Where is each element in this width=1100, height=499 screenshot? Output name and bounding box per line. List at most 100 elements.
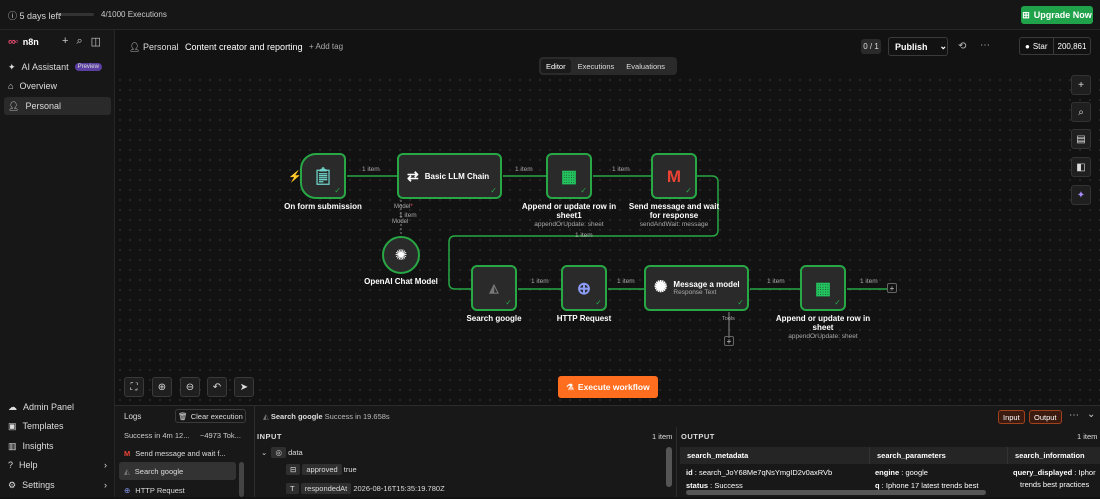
add-node-icon[interactable]: + <box>1071 75 1091 95</box>
upgrade-button[interactable]: ⊞Upgrade Now <box>1021 6 1093 24</box>
home-icon: ⌂ <box>8 81 14 91</box>
plus-icon[interactable]: + <box>62 35 69 47</box>
trial-indicator: ⓘ 5 days left <box>8 11 61 21</box>
node-label: HTTP Request <box>556 314 612 323</box>
openai-icon: ✺ <box>654 279 668 296</box>
output-horizontal-scrollbar[interactable] <box>686 490 986 495</box>
sidebar-item-admin-panel[interactable]: ☁Admin Panel <box>0 398 115 416</box>
column-header: search_metadata <box>680 447 870 464</box>
input-scrollbar[interactable] <box>666 447 672 487</box>
tab-editor[interactable]: Editor <box>541 59 571 73</box>
logs-title: Logs <box>124 412 142 421</box>
workflow-canvas[interactable] <box>115 75 1100 405</box>
search-nodes-icon[interactable]: ⌕ <box>1071 102 1091 122</box>
search-icon[interactable]: ⌕ <box>76 35 83 47</box>
star-label: Star <box>1032 41 1048 51</box>
collapse-sidebar-icon[interactable]: ◫ <box>90 36 102 48</box>
publish-button[interactable]: Publish⌄ <box>888 37 948 56</box>
chevron-right-icon: › <box>104 480 107 490</box>
tree-root-row[interactable]: ⌄ ◎ data <box>261 447 303 458</box>
input-heading: INPUT <box>257 432 282 441</box>
breadcrumb[interactable]: 👤︎ Personal <box>129 42 178 53</box>
sidebar-item-overview[interactable]: ⌂ Overview <box>0 77 115 95</box>
panel-icon[interactable]: ◧ <box>1071 157 1091 177</box>
node-append-sheet1[interactable]: ▦ ✓ <box>546 153 592 199</box>
google-sheets-icon: ▦ <box>560 166 578 186</box>
more-icon[interactable]: ⋯ <box>980 40 990 51</box>
cell-id: id : search_JoY68Me7qNsYmgID2v0axRVb <box>686 468 833 477</box>
cell-q: q : Iphone 17 latest trends best <box>875 481 979 490</box>
chevron-down-icon[interactable]: ⌄ <box>939 41 948 51</box>
sidebar-item-settings[interactable]: ⚙Settings› <box>0 476 115 494</box>
clipboard-icon: 📋︎ <box>312 166 334 186</box>
node-http-request[interactable]: ⊕ ✓ <box>561 265 607 311</box>
pointer-icon[interactable]: ➤ <box>234 377 254 397</box>
chart-icon: ▥ <box>8 440 17 451</box>
sidebar-item-templates[interactable]: ▣Templates <box>0 417 115 435</box>
node-openai-chat-model[interactable]: ✺ <box>382 236 420 274</box>
sidebar-item-label: Overview <box>19 81 57 91</box>
more-icon[interactable]: ⋯ <box>1069 410 1079 421</box>
cell-key: status <box>686 481 709 490</box>
clear-execution-button[interactable]: 🗑︎Clear execution <box>175 409 246 423</box>
sidebar-item-help[interactable]: ?Help› <box>0 456 115 474</box>
sidebar-actions: + ⌕ ◫ <box>62 35 101 48</box>
input-toggle-button[interactable]: Input <box>998 410 1025 424</box>
sidebar-item-personal[interactable]: 👤︎Personal <box>4 97 111 115</box>
panel-divider <box>676 427 677 497</box>
add-tag-link[interactable]: + Add tag <box>309 42 344 51</box>
zoom-in-icon[interactable]: ⊕ <box>152 377 172 397</box>
undo-icon[interactable]: ↶ <box>207 377 227 397</box>
search-google-node-header: ◭ Search google Success in 19.658s <box>263 412 390 421</box>
trash-icon: 🗑︎ <box>178 411 188 421</box>
node-basic-llm-chain[interactable]: ⇄ Basic LLM Chain ✓ <box>397 153 502 199</box>
node-label: On form submission <box>284 202 362 211</box>
logs-scrollbar[interactable] <box>239 462 244 497</box>
trial-label: 5 days left <box>19 11 61 21</box>
success-check-icon: ✓ <box>580 186 587 195</box>
add-node-output-icon[interactable]: + <box>887 283 897 293</box>
chevron-down-icon[interactable]: ⌄ <box>261 448 268 457</box>
add-tool-icon[interactable]: + <box>724 336 734 346</box>
sidebar-item-label: AI Assistant <box>21 62 69 72</box>
output-toggle-button[interactable]: Output <box>1029 410 1062 424</box>
sidebar-item-insights[interactable]: ▥Insights <box>0 437 115 455</box>
sidebar-item-label: Templates <box>22 421 64 431</box>
node-search-google[interactable]: ◭ ✓ <box>471 265 517 311</box>
workflow-title[interactable]: Content creator and reporting <box>185 42 303 52</box>
project-name: Personal <box>142 42 179 52</box>
execute-workflow-button[interactable]: ⚗Execute workflow <box>558 376 658 398</box>
top-bar: ⓘ 5 days left 4/1000 Executions ⊞Upgrade… <box>0 0 1100 30</box>
tab-executions[interactable]: Executions <box>577 61 615 71</box>
history-icon[interactable]: ⟲ <box>958 41 967 52</box>
ai-sparkle-icon[interactable]: ✦ <box>1071 185 1091 205</box>
zoom-out-icon[interactable]: ⊖ <box>180 377 200 397</box>
tab-evaluations[interactable]: Evaluations <box>626 61 666 71</box>
serp-icon: ◭ <box>263 412 271 421</box>
log-row-search-google[interactable]: ◭Search google <box>119 462 236 480</box>
node-text: Message a model Response Text <box>673 280 739 296</box>
cell-key: id <box>686 468 693 477</box>
node-form-submission[interactable]: 📋︎ ✓ <box>300 153 346 199</box>
brand-logo[interactable]: ∞◦n8n <box>8 36 39 48</box>
log-row-http-request[interactable]: ⊕HTTP Request <box>119 481 236 499</box>
node-send-message-gmail[interactable]: M ✓ <box>651 153 697 199</box>
serp-icon: ◭ <box>489 281 499 295</box>
output-heading: OUTPUT <box>681 432 715 441</box>
clear-label: Clear execution <box>190 411 243 421</box>
node-message-model[interactable]: ✺ Message a model Response Text ✓ <box>644 265 749 311</box>
sticky-note-icon[interactable]: ▤ <box>1071 129 1091 149</box>
tree-key: respondedAt <box>300 483 352 494</box>
flask-icon: ⚗ <box>566 381 574 392</box>
edge-label: 1 item <box>515 166 533 173</box>
fit-view-icon[interactable]: ⛶ <box>124 377 144 397</box>
success-check-icon: ✓ <box>834 298 841 307</box>
trigger-bolt-icon: ⚡ <box>288 171 302 183</box>
chevron-down-icon[interactable]: ⌄ <box>1087 409 1096 420</box>
node-label: Append or update row in sheet1 <box>521 202 617 220</box>
node-append-sheet2[interactable]: ▦ ✓ <box>800 265 846 311</box>
chain-icon: ⇄ <box>407 168 419 184</box>
